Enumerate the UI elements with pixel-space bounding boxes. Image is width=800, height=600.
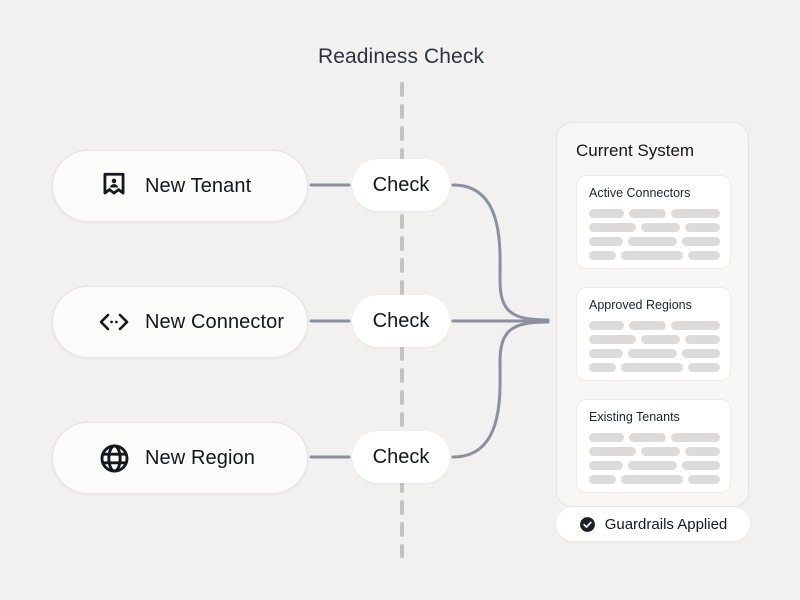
skeleton-bar — [589, 209, 625, 218]
wire-bottom-to-panel — [451, 320, 550, 459]
inner-card-title: Existing Tenants — [589, 410, 680, 424]
check-pill-region[interactable]: Check — [352, 431, 450, 483]
skeleton-bar — [589, 363, 616, 372]
skeleton-rows — [589, 433, 721, 489]
skeleton-bar — [628, 349, 677, 358]
skeleton-bar — [670, 321, 721, 330]
check-pill-label: Check — [372, 309, 430, 332]
status-badge-guardrails[interactable]: Guardrails Applied — [556, 507, 750, 541]
skeleton-row — [589, 447, 720, 456]
source-card-new-connector[interactable]: New Connector — [52, 286, 308, 358]
skeleton-bar — [589, 447, 637, 456]
skeleton-row — [589, 251, 721, 260]
skeleton-bar — [620, 363, 684, 372]
skeleton-bar — [589, 461, 624, 470]
skeleton-bar — [681, 461, 720, 470]
skeleton-bar — [685, 223, 720, 232]
skeleton-bar — [589, 223, 637, 232]
check-pill-label: Check — [372, 445, 430, 468]
skeleton-bar — [688, 475, 721, 484]
skeleton-bar — [641, 335, 681, 344]
skeleton-bar — [688, 363, 721, 372]
inner-card-title: Approved Regions — [589, 298, 692, 312]
skeleton-bar — [620, 251, 684, 260]
skeleton-bar — [589, 349, 624, 358]
skeleton-bar — [685, 335, 720, 344]
source-card-label: New Connector — [145, 310, 285, 333]
skeleton-bar — [681, 237, 720, 246]
skeleton-rows — [589, 321, 721, 377]
check-pill-label: Check — [372, 173, 430, 196]
skeleton-row — [589, 223, 720, 232]
skeleton-row — [589, 461, 720, 470]
skeleton-row — [589, 363, 721, 372]
skeleton-row — [589, 209, 721, 218]
skeleton-row — [589, 475, 721, 484]
source-card-new-tenant[interactable]: New Tenant — [52, 150, 308, 222]
page-title: Readiness Check — [317, 45, 485, 68]
skeleton-bar — [589, 433, 625, 442]
skeleton-row — [589, 349, 720, 358]
globe-icon — [97, 441, 131, 475]
skeleton-rows — [589, 209, 721, 265]
inner-card-active-connectors[interactable]: Active Connectors — [576, 175, 731, 269]
current-system-panel: Current System Active Connectors Approve… — [556, 122, 749, 507]
skeleton-row — [589, 237, 720, 246]
check-pill-connector[interactable]: Check — [352, 295, 450, 347]
skeleton-bar — [681, 349, 720, 358]
skeleton-bar — [641, 447, 681, 456]
skeleton-bar — [670, 433, 721, 442]
inner-card-title: Active Connectors — [589, 186, 691, 200]
inner-card-approved-regions[interactable]: Approved Regions — [576, 287, 731, 381]
skeleton-bar — [641, 223, 681, 232]
skeleton-bar — [628, 237, 677, 246]
skeleton-bar — [620, 475, 684, 484]
skeleton-bar — [688, 251, 721, 260]
skeleton-row — [589, 335, 720, 344]
id-badge-icon — [97, 169, 131, 203]
code-brackets-icon — [97, 305, 131, 339]
check-circle-icon — [579, 516, 596, 533]
skeleton-bar — [589, 321, 625, 330]
skeleton-bar — [589, 335, 637, 344]
skeleton-row — [589, 321, 721, 330]
skeleton-bar — [629, 209, 666, 218]
check-pill-tenant[interactable]: Check — [352, 159, 450, 211]
skeleton-bar — [589, 237, 624, 246]
panel-title: Current System — [576, 141, 695, 160]
wire-top-to-panel — [451, 183, 550, 322]
skeleton-row — [589, 433, 721, 442]
skeleton-bar — [629, 433, 666, 442]
skeleton-bar — [685, 447, 720, 456]
status-badge-label: Guardrails Applied — [604, 515, 728, 533]
skeleton-bar — [589, 251, 616, 260]
skeleton-bar — [670, 209, 721, 218]
source-card-label: New Tenant — [145, 174, 252, 197]
inner-card-existing-tenants[interactable]: Existing Tenants — [576, 399, 731, 493]
skeleton-bar — [628, 461, 677, 470]
source-card-new-region[interactable]: New Region — [52, 422, 308, 494]
skeleton-bar — [629, 321, 666, 330]
source-card-label: New Region — [145, 446, 255, 469]
skeleton-bar — [589, 475, 616, 484]
